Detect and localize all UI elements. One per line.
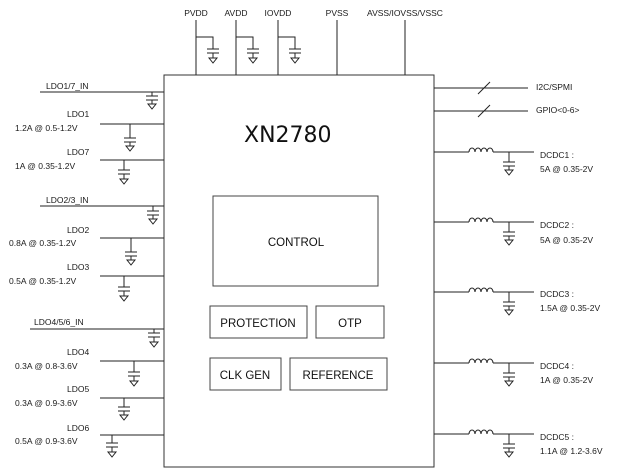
ldo456-in-label: LDO4/5/6_IN <box>34 317 84 327</box>
ldo6-name: LDO6 <box>67 423 89 433</box>
dcdc5-output: DCDC5 : 1.1A @ 1.2-3.6V <box>434 429 603 458</box>
avdd-pin: AVDD <box>225 8 259 75</box>
ldo4-spec: 0.3A @ 0.8-3.6V <box>15 361 78 371</box>
i2c-spmi-bus: I2C/SPMI <box>434 81 572 95</box>
dcdc2-spec: 5A @ 0.35-2V <box>540 235 593 245</box>
pvss-pin: PVSS <box>326 8 349 75</box>
control-label: CONTROL <box>268 237 325 249</box>
dcdc1-output: DCDC1 : 5A @ 0.35-2V <box>434 147 593 176</box>
ldo3-name: LDO3 <box>67 262 89 272</box>
ldo17-in-pin: LDO1/7_IN <box>40 81 164 110</box>
i2c-label: I2C/SPMI <box>536 82 572 92</box>
ldo5-output: LDO5 0.3A @ 0.9-3.6V <box>15 384 164 421</box>
avss-label: AVSS/IOVSS/VSSC <box>367 8 443 18</box>
clkgen-label: CLK GEN <box>220 370 271 382</box>
ldo1-name: LDO1 <box>67 109 89 119</box>
otp-block <box>315 305 385 339</box>
dcdc1-spec: 5A @ 0.35-2V <box>540 164 593 174</box>
iovdd-pin: IOVDD <box>265 8 301 75</box>
pvss-label: PVSS <box>326 8 349 18</box>
ldo23-in-pin: LDO2/3_IN <box>40 195 164 225</box>
protection-block <box>209 305 308 339</box>
ldo3-output: LDO3 0.5A @ 0.35-1.2V <box>9 262 164 302</box>
control-block <box>212 195 379 287</box>
ldo3-spec: 0.5A @ 0.35-1.2V <box>9 276 77 286</box>
ldo456-in-pin: LDO4/5/6_IN <box>30 317 164 348</box>
ldo7-output: LDO7 1A @ 0.35-1.2V <box>15 147 164 185</box>
ldo4-name: LDO4 <box>67 347 89 357</box>
dcdc2-name: DCDC2 : <box>540 220 574 230</box>
avss-pin: AVSS/IOVSS/VSSC <box>367 8 443 75</box>
ldo23-in-label: LDO2/3_IN <box>46 195 89 205</box>
dcdc3-spec: 1.5A @ 0.35-2V <box>540 303 600 313</box>
ldo7-spec: 1A @ 0.35-1.2V <box>15 161 75 171</box>
ldo2-output: LDO2 0.8A @ 0.35-1.2V <box>9 225 164 266</box>
ldo4-output: LDO4 0.3A @ 0.8-3.6V <box>15 347 164 387</box>
dcdc2-output: DCDC2 : 5A @ 0.35-2V <box>434 217 593 246</box>
pvdd-pin: PVDD <box>184 8 219 75</box>
ldo2-name: LDO2 <box>67 225 89 235</box>
pvdd-label: PVDD <box>184 8 208 18</box>
ldo7-name: LDO7 <box>67 147 89 157</box>
dcdc5-spec: 1.1A @ 1.2-3.6V <box>540 446 603 456</box>
gpio-bus: GPIO<0-6> <box>434 104 580 118</box>
otp-label: OTP <box>338 318 362 330</box>
reference-label: REFERENCE <box>303 370 374 382</box>
reference-block <box>289 357 388 391</box>
ldo17-in-label: LDO1/7_IN <box>46 81 89 91</box>
dcdc3-output: DCDC3 : 1.5A @ 0.35-2V <box>434 287 600 316</box>
avdd-label: AVDD <box>225 8 248 18</box>
chip-name: XN2780 <box>244 123 332 148</box>
dcdc5-name: DCDC5 : <box>540 432 574 442</box>
clkgen-block <box>209 357 282 391</box>
ldo5-name: LDO5 <box>67 384 89 394</box>
ldo1-spec: 1.2A @ 0.5-1.2V <box>15 123 78 133</box>
iovdd-label: IOVDD <box>265 8 292 18</box>
dcdc4-spec: 1A @ 0.35-2V <box>540 375 593 385</box>
dcdc3-name: DCDC3 : <box>540 289 574 299</box>
protection-label: PROTECTION <box>220 318 295 330</box>
dcdc4-output: DCDC4 : 1A @ 0.35-2V <box>434 358 593 387</box>
dcdc1-name: DCDC1 : <box>540 150 574 160</box>
ldo6-spec: 0.5A @ 0.9-3.6V <box>15 436 78 446</box>
gpio-label: GPIO<0-6> <box>536 105 580 115</box>
ldo1-output: LDO1 1.2A @ 0.5-1.2V <box>15 109 164 152</box>
ldo2-spec: 0.8A @ 0.35-1.2V <box>9 238 77 248</box>
dcdc4-name: DCDC4 : <box>540 361 574 371</box>
ldo6-output: LDO6 0.5A @ 0.9-3.6V <box>15 423 164 458</box>
ldo5-spec: 0.3A @ 0.9-3.6V <box>15 398 78 408</box>
